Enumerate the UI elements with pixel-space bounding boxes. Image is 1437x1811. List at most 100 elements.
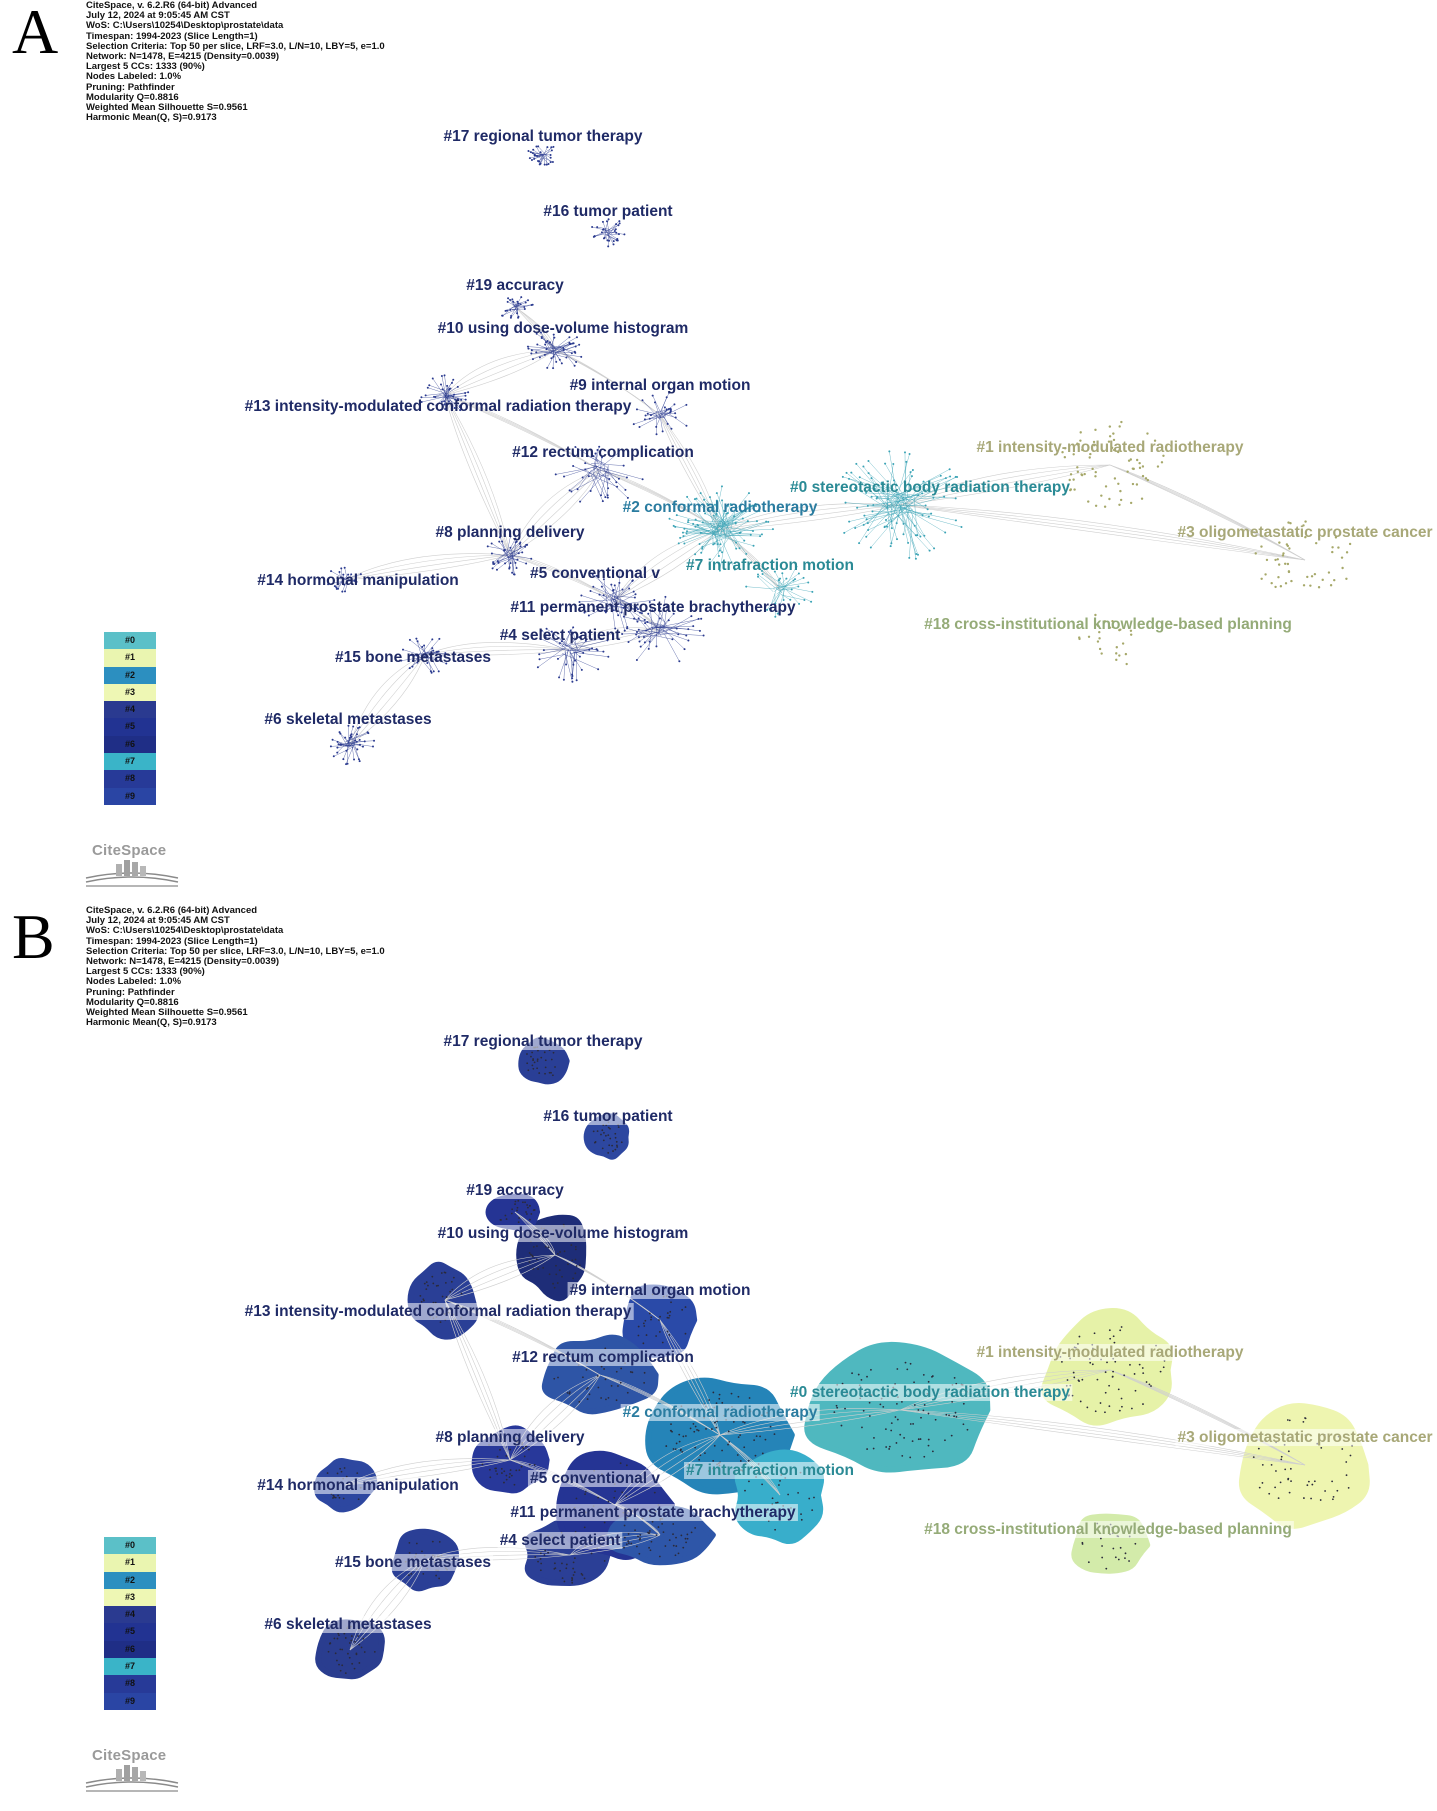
node	[452, 395, 455, 398]
node	[752, 544, 755, 547]
cluster-label-3: #3 oligometastatic prostate cancer	[1178, 1429, 1433, 1446]
node	[1142, 1372, 1145, 1375]
node	[409, 654, 412, 657]
node	[516, 1206, 519, 1209]
label-backing	[922, 1521, 1294, 1538]
node	[912, 1423, 915, 1425]
cluster-label-10: #10 using dose-volume histogram	[438, 1225, 689, 1242]
node	[579, 500, 582, 503]
node	[856, 506, 859, 509]
node	[495, 1467, 497, 1470]
node	[730, 1392, 733, 1395]
node	[509, 1448, 512, 1451]
node	[571, 680, 574, 683]
node	[1126, 470, 1129, 473]
node	[425, 1288, 428, 1291]
node	[510, 1474, 513, 1477]
node	[343, 583, 346, 586]
node	[1118, 654, 1121, 657]
node-edge	[725, 524, 740, 549]
node	[503, 1481, 505, 1484]
node	[624, 488, 627, 491]
node	[629, 1371, 632, 1373]
node	[339, 732, 342, 735]
node	[445, 662, 448, 665]
cluster-label-4: #4 select patient	[500, 1532, 621, 1549]
cluster-label-16: #16 tumor patient	[543, 1108, 672, 1125]
node	[505, 1478, 508, 1481]
legend-swatch: #3	[104, 683, 156, 702]
node	[1144, 477, 1148, 480]
citation-edge	[899, 464, 1111, 506]
node-edge	[544, 154, 551, 159]
node	[1101, 1545, 1103, 1547]
node	[687, 639, 690, 642]
node	[879, 1403, 882, 1406]
node	[497, 561, 500, 564]
node	[778, 1484, 780, 1486]
node	[777, 579, 780, 582]
node	[723, 509, 726, 512]
node-edge	[658, 610, 667, 626]
node	[870, 495, 873, 498]
node-edge	[328, 580, 344, 585]
node-edge	[603, 595, 612, 602]
node	[373, 1650, 376, 1653]
node	[366, 731, 369, 734]
node	[775, 1501, 777, 1504]
node	[759, 535, 762, 538]
node	[774, 602, 777, 605]
metadata-block: CiteSpace, v. 6.2.R6 (64-bit) Advanced J…	[86, 0, 385, 123]
node-edge	[636, 623, 660, 635]
node-edge	[565, 648, 569, 665]
node	[443, 400, 446, 403]
node	[572, 1567, 575, 1570]
node	[1112, 438, 1116, 442]
node	[606, 639, 609, 642]
node-edge	[769, 587, 778, 609]
node-edge	[442, 389, 447, 395]
node	[357, 758, 360, 761]
node	[727, 1430, 730, 1433]
node	[962, 1423, 965, 1426]
node	[659, 606, 662, 609]
node	[1076, 470, 1080, 474]
node	[600, 1133, 602, 1136]
node	[716, 543, 719, 546]
node-edge	[889, 451, 898, 500]
node-edge	[778, 578, 781, 586]
node	[693, 1430, 696, 1433]
node	[572, 663, 575, 666]
node	[798, 602, 801, 605]
node	[353, 758, 356, 761]
node	[850, 471, 853, 474]
node	[718, 1393, 721, 1396]
node	[504, 309, 507, 312]
node-edge	[593, 476, 618, 488]
node	[1135, 458, 1139, 462]
node	[860, 1378, 863, 1381]
node	[1073, 1376, 1076, 1379]
node	[666, 422, 669, 425]
node	[537, 1049, 539, 1052]
node	[773, 1433, 776, 1436]
node-edge	[863, 494, 904, 526]
node	[435, 1574, 438, 1577]
node	[540, 336, 543, 339]
node	[645, 629, 648, 632]
node	[501, 540, 504, 543]
node	[567, 1263, 569, 1266]
node	[435, 658, 438, 661]
node	[1276, 558, 1279, 561]
node	[523, 308, 526, 311]
node	[610, 583, 613, 586]
node	[665, 1445, 668, 1447]
node	[1111, 1375, 1114, 1378]
node	[439, 383, 442, 386]
node	[444, 1282, 447, 1284]
node	[782, 598, 785, 601]
node	[666, 1330, 669, 1333]
node-edge	[424, 655, 434, 672]
node	[917, 1409, 920, 1411]
node	[902, 533, 905, 536]
